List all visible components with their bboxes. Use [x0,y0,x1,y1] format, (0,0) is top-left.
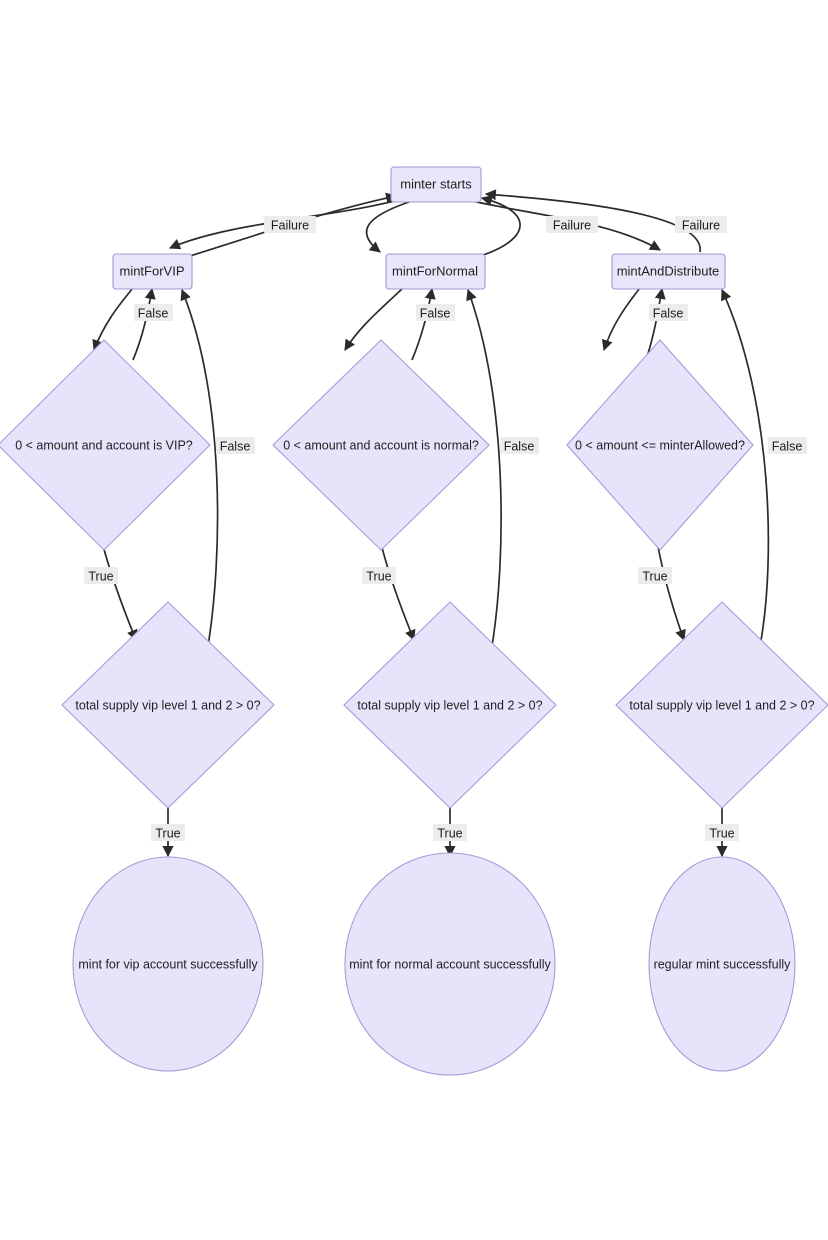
edge-label-false-cond-distribute: False [649,304,688,321]
node-supply-normal[interactable]: total supply vip level 1 and 2 > 0? [343,601,557,809]
node-end-normal[interactable]: mint for normal account successfully [344,852,556,1076]
edge-label-false-supply-distribute: False [768,437,807,454]
edge-cond-to-mintforvip-false [132,287,156,361]
node-mintfornormal[interactable]: mintForNormal [385,253,486,290]
edge-mintfornormal-to-start-failure [479,195,521,257]
node-supply-vip[interactable]: total supply vip level 1 and 2 > 0? [61,601,275,809]
edge-start-to-mintfornormal [365,200,413,253]
edge-label-true-cond-distribute: True [638,567,672,584]
node-end-regular[interactable]: regular mint successfully [648,856,796,1072]
node-mintanddistribute[interactable]: mintAndDistribute [611,253,726,290]
edge-label-true-cond-normal: True [362,567,396,584]
edge-supply-reg-to-mintanddistribute-false [721,288,770,647]
node-supply-regular[interactable]: total supply vip level 1 and 2 > 0? [615,601,828,809]
edge-mintanddistribute-to-start-failure [484,189,701,253]
edge-label-failure-distribute: Failure [675,216,727,233]
edge-label-true-supply-vip: True [151,824,185,841]
edge-supply-vip-to-mintforvip-false [180,288,219,647]
edge-mintanddistribute-to-cond [601,287,641,352]
node-cond-vip[interactable]: 0 < amount and account is VIP? [0,339,211,551]
edge-label-false-cond-vip: False [134,304,173,321]
node-minter-starts[interactable]: minter starts [390,166,482,203]
node-cond-normal[interactable]: 0 < amount and account is normal? [272,339,490,551]
edge-label-false-supply-vip: False [216,437,255,454]
edge-label-true-supply-distribute: True [705,824,739,841]
edge-label-failure-normal: Failure [546,216,598,233]
node-end-vip[interactable]: mint for vip account successfully [72,856,264,1072]
edge-supply-normal-to-mintfornormal-false [466,288,502,647]
nodes-layer: minter starts mintForVIP mintForNormal m… [0,166,828,1076]
edge-mintforvip-to-cond [92,287,134,352]
edge-cond-to-mintfornormal-false [411,287,436,361]
edge-label-true-supply-normal: True [433,824,467,841]
edge-mintfornormal-to-cond [344,287,404,351]
edge-label-false-supply-normal: False [500,437,539,454]
node-mintforvip[interactable]: mintForVIP [112,253,193,290]
edge-label-failure-vip: Failure [264,216,316,233]
edge-label-false-cond-normal: False [416,304,455,321]
node-cond-allowed[interactable]: 0 < amount <= minterAllowed? [566,339,754,551]
edge-label-true-cond-vip: True [84,567,118,584]
